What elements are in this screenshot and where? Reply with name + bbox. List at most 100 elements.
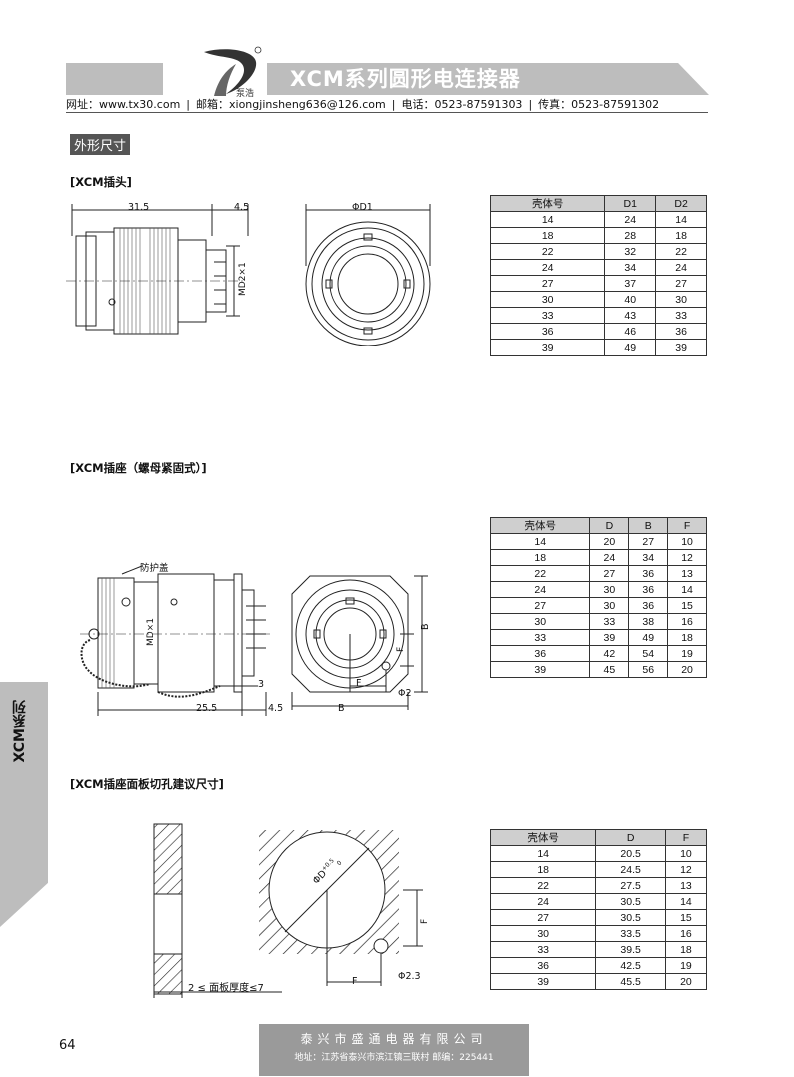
table-cell: 36 — [628, 581, 669, 598]
table-cell: 27 — [489, 597, 591, 614]
table-cell: 36 — [489, 645, 591, 662]
table-cell: 34 — [604, 259, 657, 276]
table-cell: 39 — [489, 339, 606, 356]
table-cell: 42 — [589, 645, 630, 662]
email-text: 邮箱：xiongjinsheng636@126.com — [196, 98, 386, 111]
plug-tail-dim: 4.5 — [234, 202, 250, 213]
cutout-hole-dim: Φ2.3 — [398, 971, 421, 982]
side-tab — [0, 682, 48, 927]
table-cell: 30 — [655, 291, 707, 308]
table-cell: 24 — [489, 893, 597, 910]
table-cell: 18 — [489, 861, 597, 878]
table-cell: 10 — [664, 845, 708, 862]
socket-side-drawing — [80, 565, 270, 716]
table-header-cell: 壳体号 — [489, 517, 591, 534]
table-header-cell: D2 — [655, 195, 707, 212]
table-cell: 45.5 — [595, 973, 666, 990]
plug-diameter-dim: ΦD1 — [352, 202, 373, 213]
table-cell: 24 — [589, 549, 630, 566]
table-header-cell: F — [667, 517, 707, 534]
table-cell: 56 — [628, 661, 669, 678]
table-cell: 33 — [489, 629, 591, 646]
table-cell: 46 — [604, 323, 657, 340]
contact-line: 网址：www.tx30.com|邮箱：xiongjinsheng636@126.… — [66, 98, 660, 111]
table-cell: 20 — [667, 661, 707, 678]
plug-thread-dim: MD2×1 — [238, 262, 248, 296]
table-cell: 18 — [489, 549, 591, 566]
table-cell: 24 — [489, 259, 606, 276]
socket-front-drawing — [291, 575, 428, 710]
table-cell: 39.5 — [595, 941, 666, 958]
footer-company: 泰兴市盛通电器有限公司 — [300, 1032, 488, 1046]
fax-text: 传真：0523-87591302 — [538, 98, 660, 111]
table-cell: 39 — [655, 339, 707, 356]
footer-address: 地址：江苏省泰兴市滨江镇三联村 邮编：225441 — [294, 1053, 494, 1063]
logo-icon — [204, 46, 262, 96]
table-cell: 39 — [489, 661, 591, 678]
socket-f-dim: F — [356, 678, 362, 689]
protective-cap-label: 防护盖 — [140, 563, 169, 574]
table-cell: 36 — [628, 597, 669, 614]
table-cell: 45 — [589, 661, 630, 678]
table-cell: 19 — [664, 957, 708, 974]
table-cell: 13 — [664, 877, 708, 894]
website-text: 网址：www.tx30.com — [66, 98, 181, 111]
table-cell: 14 — [489, 845, 597, 862]
plug-front-drawing — [305, 204, 431, 346]
table-header-cell: B — [628, 517, 669, 534]
table-cell: 36 — [489, 323, 606, 340]
section-title: 外形尺寸 — [70, 134, 131, 155]
table-cell: 15 — [664, 909, 708, 926]
table-cell: 36 — [628, 565, 669, 582]
socket-length-dim: 25.5 — [196, 703, 218, 714]
table-cell: 33 — [489, 941, 597, 958]
table-cell: 37 — [604, 275, 657, 292]
table-cell: 27 — [489, 909, 597, 926]
socket-thread-dim: MD×1 — [146, 618, 156, 646]
table-cell: 30 — [589, 581, 630, 598]
table-cell: 27 — [628, 533, 669, 550]
cutout-f-dim: F — [352, 976, 358, 987]
socket-tail-dim: 4.5 — [268, 703, 284, 714]
table-cell: 20 — [589, 533, 630, 550]
table-cell: 12 — [664, 861, 708, 878]
panel-cutout-drawing — [259, 830, 423, 986]
plug-length-dim: 31.5 — [128, 202, 150, 213]
table-header-cell: D — [589, 517, 630, 534]
table-cell: 39 — [589, 629, 630, 646]
table-cell: 18 — [655, 227, 707, 244]
table-cell: 34 — [628, 549, 669, 566]
table-cell: 12 — [667, 549, 707, 566]
table-cell: 30 — [589, 597, 630, 614]
table-cell: 24 — [489, 581, 591, 598]
cutout-title: [XCM插座面板切孔建议尺寸] — [70, 777, 224, 791]
socket-b-side-dim: B — [420, 623, 431, 630]
table-cell: 36 — [489, 957, 597, 974]
table-cell: 19 — [667, 645, 707, 662]
table-header-cell: D — [595, 829, 666, 846]
table-cell: 14 — [655, 211, 707, 228]
table-cell: 13 — [667, 565, 707, 582]
header-title-band — [267, 63, 709, 95]
table-cell: 16 — [664, 925, 708, 942]
